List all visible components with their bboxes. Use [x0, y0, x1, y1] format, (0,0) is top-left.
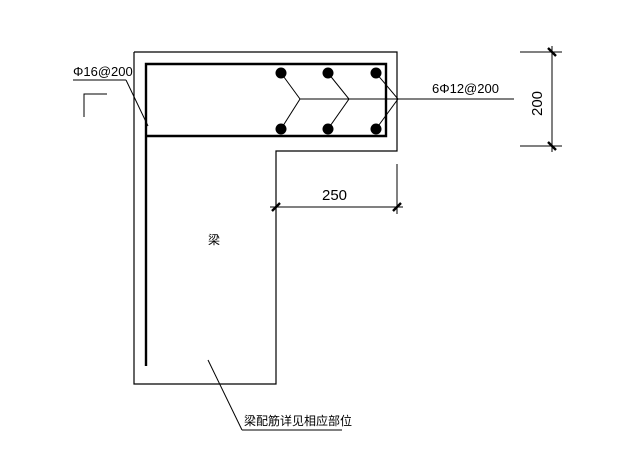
label-dim-200: 200 — [529, 91, 546, 116]
label-right-rebar: 6Φ12@200 — [432, 81, 499, 96]
label-beam-note: 梁配筋详见相应部位 — [244, 413, 352, 428]
rebar-dot-5 — [322, 123, 334, 135]
concrete-outline — [133, 51, 398, 385]
label-top-left-rebar: Φ16@200 — [73, 64, 133, 79]
rebar-dot-3 — [370, 67, 382, 79]
dim-h-tick-left — [271, 202, 281, 212]
rebar-dot-2 — [322, 67, 334, 79]
leader-bottom-diag — [207, 359, 243, 431]
stirrup-outline — [144, 62, 388, 366]
rebar-dot-6 — [370, 123, 382, 135]
rebar-dot-1 — [275, 67, 287, 79]
rebar-dot-4 — [275, 123, 287, 135]
link-chevron-2 — [327, 72, 350, 130]
dim-h-tick-right — [392, 202, 402, 212]
label-dim-250: 250 — [322, 187, 347, 204]
leader-top-left-diag — [125, 79, 149, 127]
dim-v-tick-bottom — [547, 141, 557, 151]
dim-v-tick-top — [547, 47, 557, 57]
label-beam: 梁 — [208, 232, 220, 247]
link-chevron-1 — [280, 72, 301, 130]
hook-symbol — [83, 93, 107, 117]
